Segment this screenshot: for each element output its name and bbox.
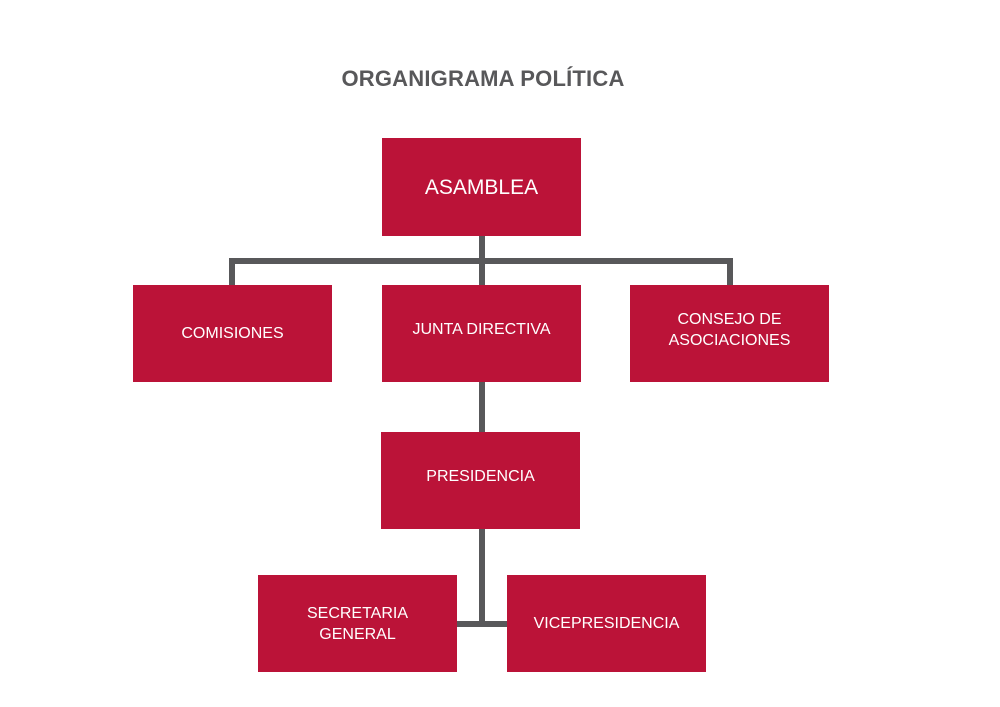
- node-junta-directiva: JUNTA DIRECTIVA: [382, 285, 581, 382]
- node-asamblea: ASAMBLEA: [382, 138, 581, 236]
- node-comisiones: COMISIONES: [133, 285, 332, 382]
- node-presidencia: PRESIDENCIA: [381, 432, 580, 529]
- node-vicepresidencia-label: VICEPRESIDENCIA: [533, 615, 680, 632]
- node-secretaria-general-label: SECRETARIA GENERAL: [306, 604, 409, 643]
- node-vicepresidencia: VICEPRESIDENCIA: [507, 575, 706, 672]
- node-secretaria-general: SECRETARIA GENERAL: [258, 575, 457, 672]
- node-comisiones-label: COMISIONES: [181, 325, 284, 342]
- node-consejo-asociaciones-label: CONSEJO DE ASOCIACIONES: [668, 310, 791, 349]
- node-asamblea-label: ASAMBLEA: [424, 175, 539, 199]
- node-consejo-asociaciones: CONSEJO DE ASOCIACIONES: [630, 285, 829, 382]
- node-presidencia-label: PRESIDENCIA: [426, 468, 535, 485]
- node-junta-directiva-label: JUNTA DIRECTIVA: [412, 321, 551, 338]
- diagram-title: ORGANIGRAMA POLÍTICA: [341, 66, 625, 91]
